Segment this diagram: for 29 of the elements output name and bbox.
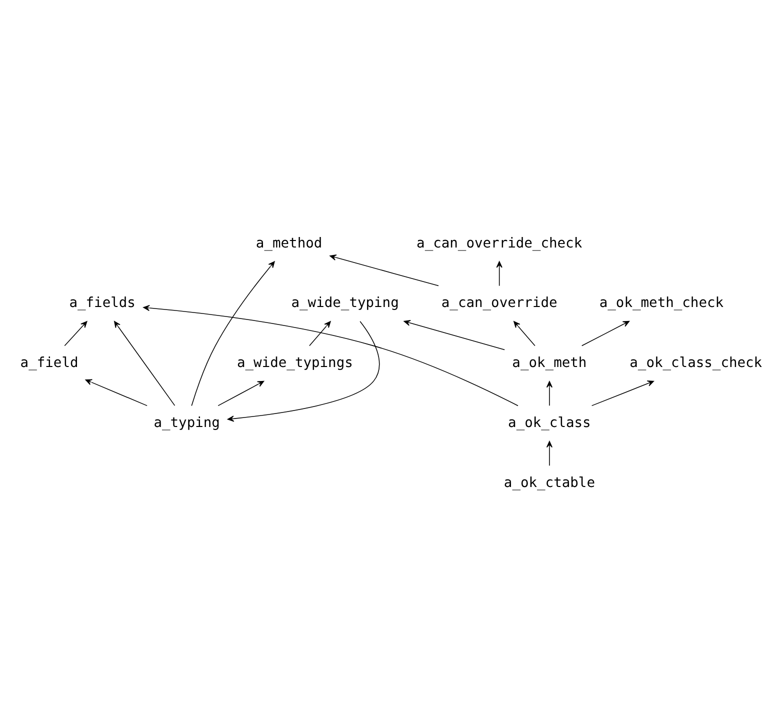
node-text: a_typing <box>154 414 220 431</box>
node-text: a_wide_typing <box>291 294 399 311</box>
arrow <box>496 260 502 286</box>
arrow <box>546 380 552 406</box>
node-text: a_can_override_check <box>416 234 582 251</box>
arrow <box>218 380 264 406</box>
node-text: a_can_override <box>441 294 558 311</box>
arrow <box>581 320 630 346</box>
arrow <box>330 254 439 286</box>
arrow <box>591 380 654 406</box>
node-text: a_field <box>20 354 78 371</box>
arrow <box>114 320 176 406</box>
node-text: a_ok_ctable <box>504 474 595 491</box>
arrow <box>227 320 380 422</box>
arrow <box>546 440 552 466</box>
node-text: a_fields <box>69 294 136 311</box>
arrow <box>143 304 518 406</box>
node-text: a_method <box>256 234 322 251</box>
node-text: a_ok_class_check <box>630 354 762 371</box>
arrow <box>309 320 331 346</box>
node-text: a_wide_typings <box>236 354 353 371</box>
arrow <box>514 320 536 346</box>
arrow <box>85 378 148 406</box>
arrow <box>64 320 88 346</box>
arrow <box>191 260 275 406</box>
arrow <box>404 319 505 350</box>
node-text: a_ok_class <box>508 414 591 431</box>
node-text: a_ok_meth <box>512 354 587 371</box>
node-text: a_ok_meth_check <box>599 294 724 311</box>
